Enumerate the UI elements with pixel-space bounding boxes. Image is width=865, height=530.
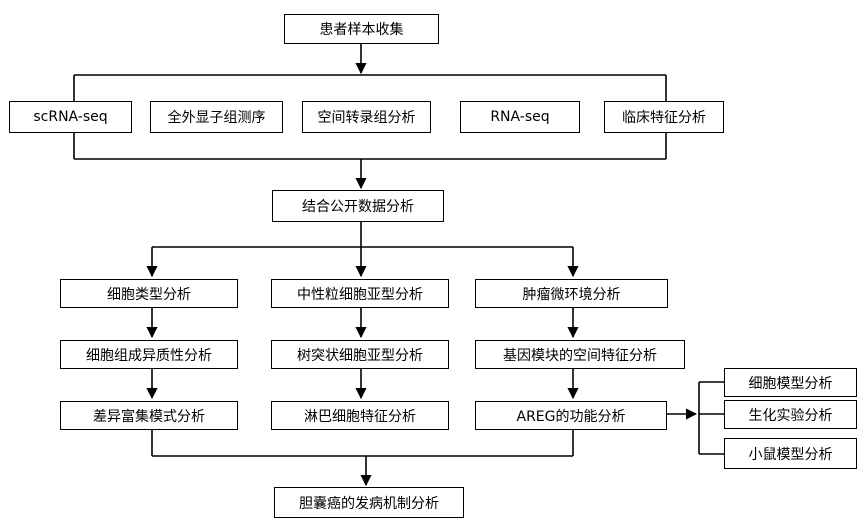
box-lymphocyte-features: 淋巴细胞特征分析 [271,401,449,430]
box-biochemical-experiment: 生化实验分析 [724,400,857,429]
box-mouse-model: 小鼠模型分析 [724,438,857,469]
box-areg-function: AREG的功能分析 [475,401,667,430]
box-gene-module-spatial: 基因模块的空间特征分析 [475,340,685,369]
box-cell-model: 细胞模型分析 [724,368,857,397]
box-tumor-microenvironment: 肿瘤微环境分析 [475,279,668,308]
box-pathogenesis-mechanism: 胆囊癌的发病机制分析 [274,487,464,518]
box-whole-exome-sequencing: 全外显子组测序 [150,101,283,133]
box-rna-seq: RNA-seq [460,101,580,133]
box-spatial-transcriptomics: 空间转录组分析 [302,101,431,133]
box-patient-sample-collection: 患者样本收集 [284,14,439,44]
box-dendritic-subtype: 树突状细胞亚型分析 [271,340,449,369]
box-scrna-seq: scRNA-seq [9,101,132,133]
box-public-data-analysis: 结合公开数据分析 [272,190,444,222]
box-cell-composition-heterogeneity: 细胞组成异质性分析 [60,340,238,369]
box-differential-enrichment: 差异富集模式分析 [60,401,238,430]
box-clinical-features: 临床特征分析 [604,101,724,133]
box-neutrophil-subtype: 中性粒细胞亚型分析 [271,279,449,308]
box-cell-type-analysis: 细胞类型分析 [60,279,238,308]
